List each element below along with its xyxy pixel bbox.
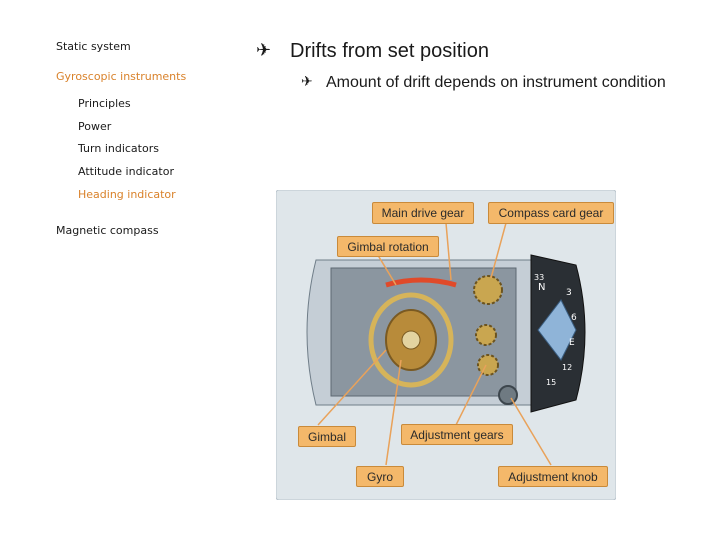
nav-item-turn-indicators[interactable]: Turn indicators: [78, 142, 159, 155]
callout-gyro: Gyro: [356, 466, 404, 487]
dial-label: E: [569, 338, 575, 348]
dial-label: 6: [571, 313, 577, 323]
nav-item-power[interactable]: Power: [78, 120, 112, 133]
nav-magnetic-compass[interactable]: Magnetic compass: [56, 224, 159, 237]
dial-label: N: [538, 282, 545, 293]
callout-adjustment-knob: Adjustment knob: [498, 466, 608, 487]
nav-item-principles[interactable]: Principles: [78, 97, 131, 110]
callout-compass-card-gear: Compass card gear: [488, 202, 614, 224]
dial-label: 15: [546, 378, 556, 387]
callout-gimbal-rotation: Gimbal rotation: [337, 236, 439, 257]
heading-indicator-diagram: N 3 6 E 12 15 33 Main drive gear Compass…: [275, 189, 617, 501]
callout-gimbal: Gimbal: [298, 426, 356, 447]
nav-item-attitude-indicator[interactable]: Attitude indicator: [78, 165, 174, 178]
nav-static-system[interactable]: Static system: [56, 40, 131, 53]
nav-gyroscopic-instruments[interactable]: Gyroscopic instruments: [56, 70, 187, 83]
callout-main-drive-gear: Main drive gear: [372, 202, 474, 224]
airplane-icon: ✈: [301, 74, 313, 90]
bullet-main: Drifts from set position: [290, 40, 489, 62]
dial-label: 12: [562, 363, 572, 372]
dial-label: 33: [534, 273, 544, 282]
airplane-icon: ✈: [256, 40, 272, 61]
callout-adjustment-gears: Adjustment gears: [401, 424, 513, 445]
dial-label: 3: [566, 288, 572, 298]
nav-item-heading-indicator[interactable]: Heading indicator: [78, 188, 176, 201]
heading-indicator-illustration: N 3 6 E 12 15 33: [275, 189, 617, 501]
bullet-sub: Amount of drift depends on instrument co…: [326, 74, 666, 91]
